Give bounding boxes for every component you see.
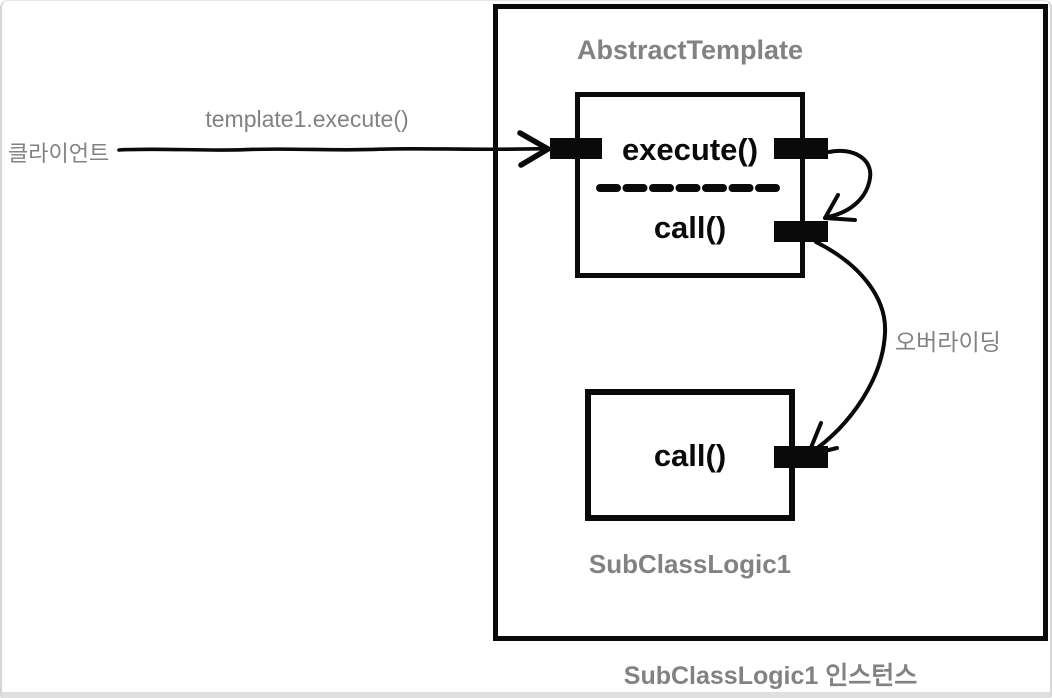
instance-caption: SubClassLogic1 인스턴스 [623,662,918,690]
execute-in-port [550,138,602,159]
subclass-call-method-label: call() [653,438,727,473]
abstract-template-title: AbstractTemplate [576,35,804,65]
client-label: 클라이언트 [8,141,110,166]
execute-out-port [774,138,828,159]
subclass-title: SubClassLogic1 [588,549,792,579]
subclass-call-port [774,446,828,468]
execute-method-label: execute() [621,132,759,167]
subclass-box [585,389,795,521]
client-arrow-label: template1.execute() [205,106,409,132]
call-in-port [774,221,828,242]
call-method-label: call() [653,210,727,245]
override-label: 오버라이딩 [895,329,1001,355]
client-call-arrow [117,130,551,168]
abstract-template-box [575,92,805,278]
